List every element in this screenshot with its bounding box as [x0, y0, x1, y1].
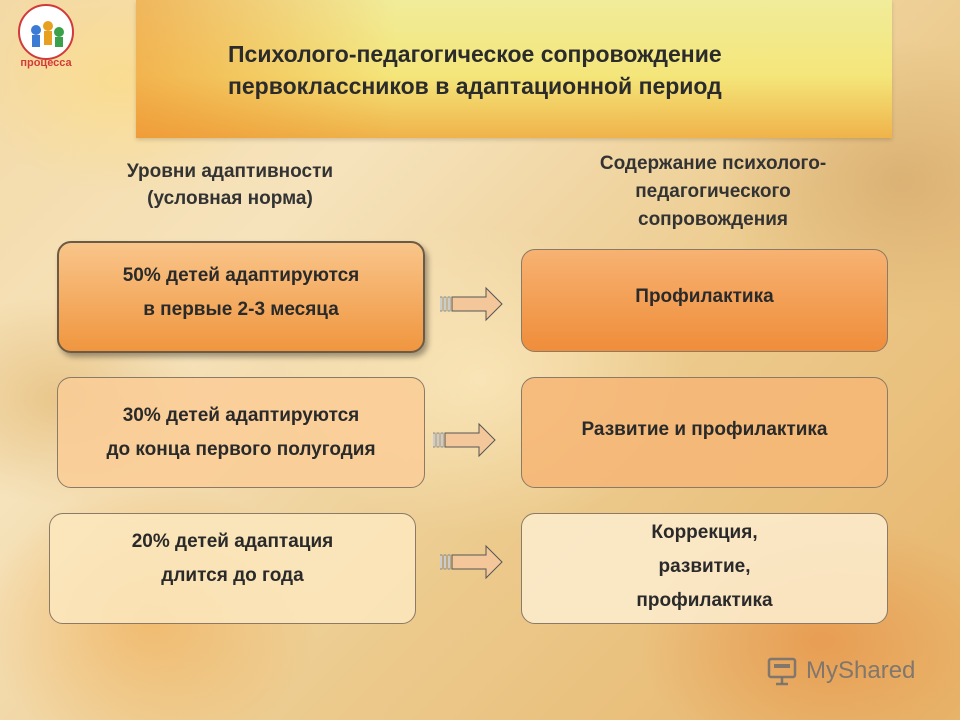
logo: процесса	[18, 4, 74, 69]
level-50-line-2: в первые 2-3 месяца	[143, 299, 339, 320]
title-banner	[136, 0, 892, 138]
level-box-50: 50% детей адаптируются в первые 2-3 меся…	[57, 241, 425, 353]
support-correction-text: Коррекция, развитие, профилактика	[636, 516, 772, 618]
arrow-right-icon	[440, 544, 503, 580]
support-header-line-2: педагогического	[635, 181, 791, 202]
support-header: Содержание психолого- педагогического со…	[548, 150, 878, 234]
level-box-30-text: 30% детей адаптируются до конца первого …	[106, 399, 375, 467]
title-line-2: первоклассников в адаптационной период	[228, 73, 722, 99]
level-20-line-2: длится до года	[161, 564, 304, 586]
level-box-30: 30% детей адаптируются до конца первого …	[57, 377, 425, 488]
arrow-right-icon	[440, 286, 503, 322]
support-header-line-3: сопровождения	[638, 209, 788, 230]
level-50-line-1: 50% детей адаптируются	[122, 265, 360, 286]
title-line-1: Психолого-педагогическое сопровождение	[228, 41, 722, 67]
level-20-line-1: 20% детей адаптация	[131, 530, 334, 552]
support-header-line-1: Содержание психолого-	[599, 153, 827, 174]
levels-header-line-1: Уровни адаптивности	[126, 161, 334, 182]
support-correction-line-2: развитие,	[658, 555, 751, 577]
level-box-20-text: 20% детей адаптация длится до года	[132, 525, 334, 593]
levels-header-line-2: (условная норма)	[147, 188, 313, 209]
support-correction-line-3: профилактика	[636, 589, 773, 611]
presentation-icon	[767, 657, 797, 686]
level-box-20: 20% детей адаптация длится до года	[49, 513, 416, 624]
arrow-right-icon	[433, 422, 496, 458]
level-box-50-text: 50% детей адаптируются в первые 2-3 меся…	[123, 259, 360, 327]
levels-header: Уровни адаптивности (условная норма)	[70, 158, 390, 212]
support-development-label: Развитие и профилактика	[581, 418, 828, 440]
level-30-line-1: 30% детей адаптируются	[122, 404, 360, 426]
support-prevention-label: Профилактика	[635, 285, 774, 307]
support-box-prevention: Профилактика	[521, 249, 888, 352]
watermark-text: MyShared	[806, 657, 916, 684]
logo-caption: процесса	[20, 57, 72, 69]
page-title: Психолого-педагогическое сопровождение п…	[228, 38, 848, 102]
support-box-development: Развитие и профилактика	[521, 377, 888, 488]
support-box-correction: Коррекция, развитие, профилактика	[521, 513, 888, 624]
watermark: MyShared	[766, 656, 915, 686]
level-30-line-2: до конца первого полугодия	[106, 438, 376, 460]
support-correction-line-1: Коррекция,	[651, 521, 758, 543]
